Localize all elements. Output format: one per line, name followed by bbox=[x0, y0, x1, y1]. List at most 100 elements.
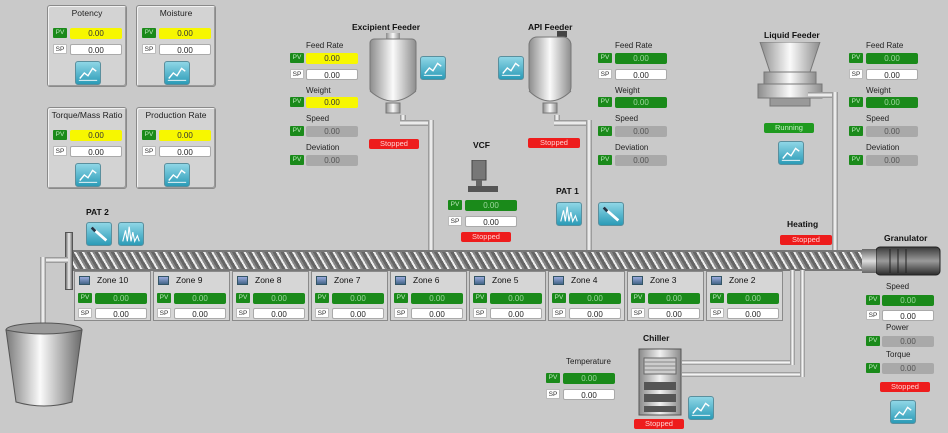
spectrum-icon[interactable] bbox=[556, 202, 582, 226]
sp-tag: SP bbox=[631, 308, 645, 318]
excipient-weight-label: Weight bbox=[306, 86, 331, 95]
vcf-motor-icon bbox=[468, 160, 498, 192]
zone-sp[interactable]: 0.00 bbox=[727, 308, 779, 319]
zone-icon bbox=[474, 276, 485, 285]
excipient-feed-rate-sp[interactable]: 0.00 bbox=[306, 69, 358, 80]
chiller-unit bbox=[638, 348, 682, 416]
chiller-status: Stopped bbox=[634, 419, 684, 429]
chiller-pipe bbox=[682, 372, 804, 377]
torque-mass-sp[interactable]: 0.00 bbox=[70, 146, 122, 157]
zone-pv: 0.00 bbox=[411, 293, 463, 304]
spectrum-icon[interactable] bbox=[118, 222, 144, 246]
api-weight-pv: 0.00 bbox=[615, 97, 667, 108]
zone-pv: 0.00 bbox=[174, 293, 226, 304]
zone-name: Zone 7 bbox=[334, 275, 361, 285]
liquid-feed-rate-sp[interactable]: 0.00 bbox=[866, 69, 918, 80]
zone-icon bbox=[316, 276, 327, 285]
sp-tag: SP bbox=[710, 308, 724, 318]
pv-tag: PV bbox=[53, 130, 67, 140]
zone-sp[interactable]: 0.00 bbox=[569, 308, 621, 319]
zone-icon bbox=[237, 276, 248, 285]
potency-title: Potency bbox=[71, 8, 103, 18]
trend-chart-icon[interactable] bbox=[688, 396, 714, 420]
zone-panel: Zone 5 PV 0.00 SP 0.00 bbox=[469, 271, 546, 321]
zone-sp[interactable]: 0.00 bbox=[648, 308, 700, 319]
probe-icon[interactable] bbox=[598, 202, 624, 226]
excipient-weight-pv: 0.00 bbox=[306, 97, 358, 108]
granulator-speed-sp[interactable]: 0.00 bbox=[882, 310, 934, 321]
discharge-pipe bbox=[40, 257, 68, 263]
heating-status: Stopped bbox=[780, 235, 832, 245]
excipient-speed-label: Speed bbox=[306, 114, 330, 123]
api-feed-rate-label: Feed Rate bbox=[615, 41, 653, 50]
zone-name: Zone 4 bbox=[571, 275, 598, 285]
zone-pv: 0.00 bbox=[253, 293, 305, 304]
chiller-pv: 0.00 bbox=[563, 373, 615, 384]
excipient-feeder-title: Excipient Feeder bbox=[352, 22, 421, 32]
zone-sp[interactable]: 0.00 bbox=[174, 308, 226, 319]
trend-chart-icon[interactable] bbox=[75, 163, 101, 187]
liquid-deviation-label: Deviation bbox=[866, 143, 900, 152]
sp-tag: SP bbox=[473, 308, 487, 318]
granulator-motor bbox=[876, 246, 941, 276]
excipient-speed-pv: 0.00 bbox=[306, 126, 358, 137]
liquid-feeder-tank bbox=[757, 42, 823, 107]
granulator-power-pv: 0.00 bbox=[882, 336, 934, 347]
sp-tag: SP bbox=[78, 308, 92, 318]
moisture-sp[interactable]: 0.00 bbox=[159, 44, 211, 55]
pv-tag: PV bbox=[849, 97, 863, 107]
production-rate-sp[interactable]: 0.00 bbox=[159, 146, 211, 157]
zone-panel: Zone 8 PV 0.00 SP 0.00 bbox=[232, 271, 309, 321]
zone-pv: 0.00 bbox=[95, 293, 147, 304]
liquid-pipe bbox=[832, 92, 838, 250]
excipient-deviation-label: Deviation bbox=[306, 143, 340, 152]
pv-tag: PV bbox=[710, 293, 724, 303]
trend-chart-icon[interactable] bbox=[778, 141, 804, 165]
pv-tag: PV bbox=[290, 97, 304, 107]
zone-name: Zone 9 bbox=[176, 275, 203, 285]
pv-tag: PV bbox=[315, 293, 329, 303]
sp-tag: SP bbox=[315, 308, 329, 318]
zone-sp[interactable]: 0.00 bbox=[332, 308, 384, 319]
sp-tag: SP bbox=[53, 44, 67, 54]
potency-pv: 0.00 bbox=[70, 28, 122, 39]
pv-tag: PV bbox=[236, 293, 250, 303]
zone-sp[interactable]: 0.00 bbox=[490, 308, 542, 319]
granulator-speed-label: Speed bbox=[886, 282, 910, 291]
pat1-title: PAT 1 bbox=[556, 186, 579, 196]
vcf-sp[interactable]: 0.00 bbox=[465, 216, 517, 227]
chiller-pipe bbox=[790, 270, 795, 365]
pv-tag: PV bbox=[631, 293, 645, 303]
chiller-sp[interactable]: 0.00 bbox=[563, 389, 615, 400]
trend-chart-icon[interactable] bbox=[164, 61, 190, 85]
excipient-pipe bbox=[400, 120, 434, 126]
zone-icon bbox=[553, 276, 564, 285]
pv-tag: PV bbox=[866, 295, 880, 305]
trend-chart-icon[interactable] bbox=[890, 400, 916, 424]
zone-sp[interactable]: 0.00 bbox=[411, 308, 463, 319]
api-feed-rate-sp[interactable]: 0.00 bbox=[615, 69, 667, 80]
pv-tag: PV bbox=[598, 155, 612, 165]
zone-sp[interactable]: 0.00 bbox=[95, 308, 147, 319]
granulator-speed-pv: 0.00 bbox=[882, 295, 934, 306]
api-pipe bbox=[586, 120, 592, 250]
potency-sp[interactable]: 0.00 bbox=[70, 44, 122, 55]
zone-sp[interactable]: 0.00 bbox=[253, 308, 305, 319]
sp-tag: SP bbox=[598, 69, 612, 79]
trend-chart-icon[interactable] bbox=[498, 56, 524, 80]
liquid-feeder-title: Liquid Feeder bbox=[764, 30, 820, 40]
trend-chart-icon[interactable] bbox=[420, 56, 446, 80]
trend-chart-icon[interactable] bbox=[75, 61, 101, 85]
pv-tag: PV bbox=[290, 155, 304, 165]
pv-tag: PV bbox=[866, 336, 880, 346]
probe-icon[interactable] bbox=[86, 222, 112, 246]
api-status: Stopped bbox=[528, 138, 580, 148]
zone-name: Zone 2 bbox=[729, 275, 756, 285]
excipient-status: Stopped bbox=[369, 139, 419, 149]
trend-chart-icon[interactable] bbox=[164, 163, 190, 187]
zone-name: Zone 3 bbox=[650, 275, 677, 285]
pv-tag: PV bbox=[142, 28, 156, 38]
pv-tag: PV bbox=[290, 126, 304, 136]
pv-tag: PV bbox=[78, 293, 92, 303]
pv-tag: PV bbox=[849, 155, 863, 165]
